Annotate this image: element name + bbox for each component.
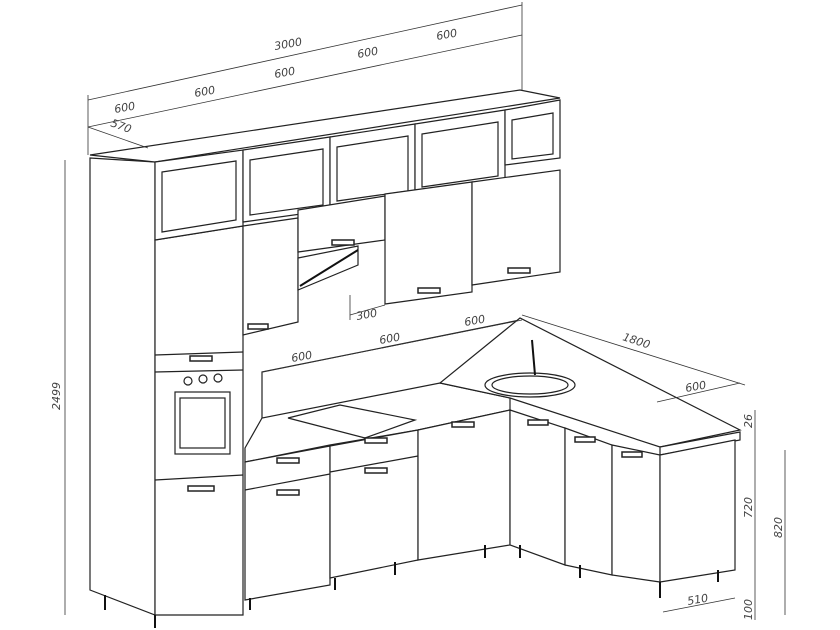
dim-corner-depth: 600 <box>684 379 707 395</box>
dim-base-depth: 510 <box>686 592 709 608</box>
dim-total-width: 3000 <box>273 35 303 53</box>
base-cabinets <box>244 317 742 610</box>
dim-base-height: 820 <box>772 517 785 538</box>
upper-top-surface <box>89 89 561 163</box>
dim-base-2: 600 <box>378 331 401 347</box>
dim-hood-depth: 300 <box>355 307 378 323</box>
tall-column <box>89 157 244 628</box>
upper-glass-cabinets <box>154 99 561 241</box>
dim-upper-4: 600 <box>356 45 379 61</box>
dim-base-1: 600 <box>290 349 313 365</box>
dim-total-height: 2499 <box>50 382 63 410</box>
dim-cabinet-height: 720 <box>742 497 755 518</box>
dim-corner-length: 1800 <box>621 330 652 351</box>
dim-upper-depth: 570 <box>109 117 133 136</box>
dim-upper-5: 600 <box>435 27 458 43</box>
dimension-lines <box>64 2 786 620</box>
wall-cabinets <box>242 169 561 336</box>
dim-upper-3: 600 <box>273 65 296 81</box>
dim-upper-1: 600 <box>113 100 136 116</box>
dim-upper-2: 600 <box>193 84 216 100</box>
dim-countertop: 26 <box>742 414 755 428</box>
dim-base-3: 600 <box>463 313 486 329</box>
dim-leg-height: 100 <box>742 599 755 620</box>
